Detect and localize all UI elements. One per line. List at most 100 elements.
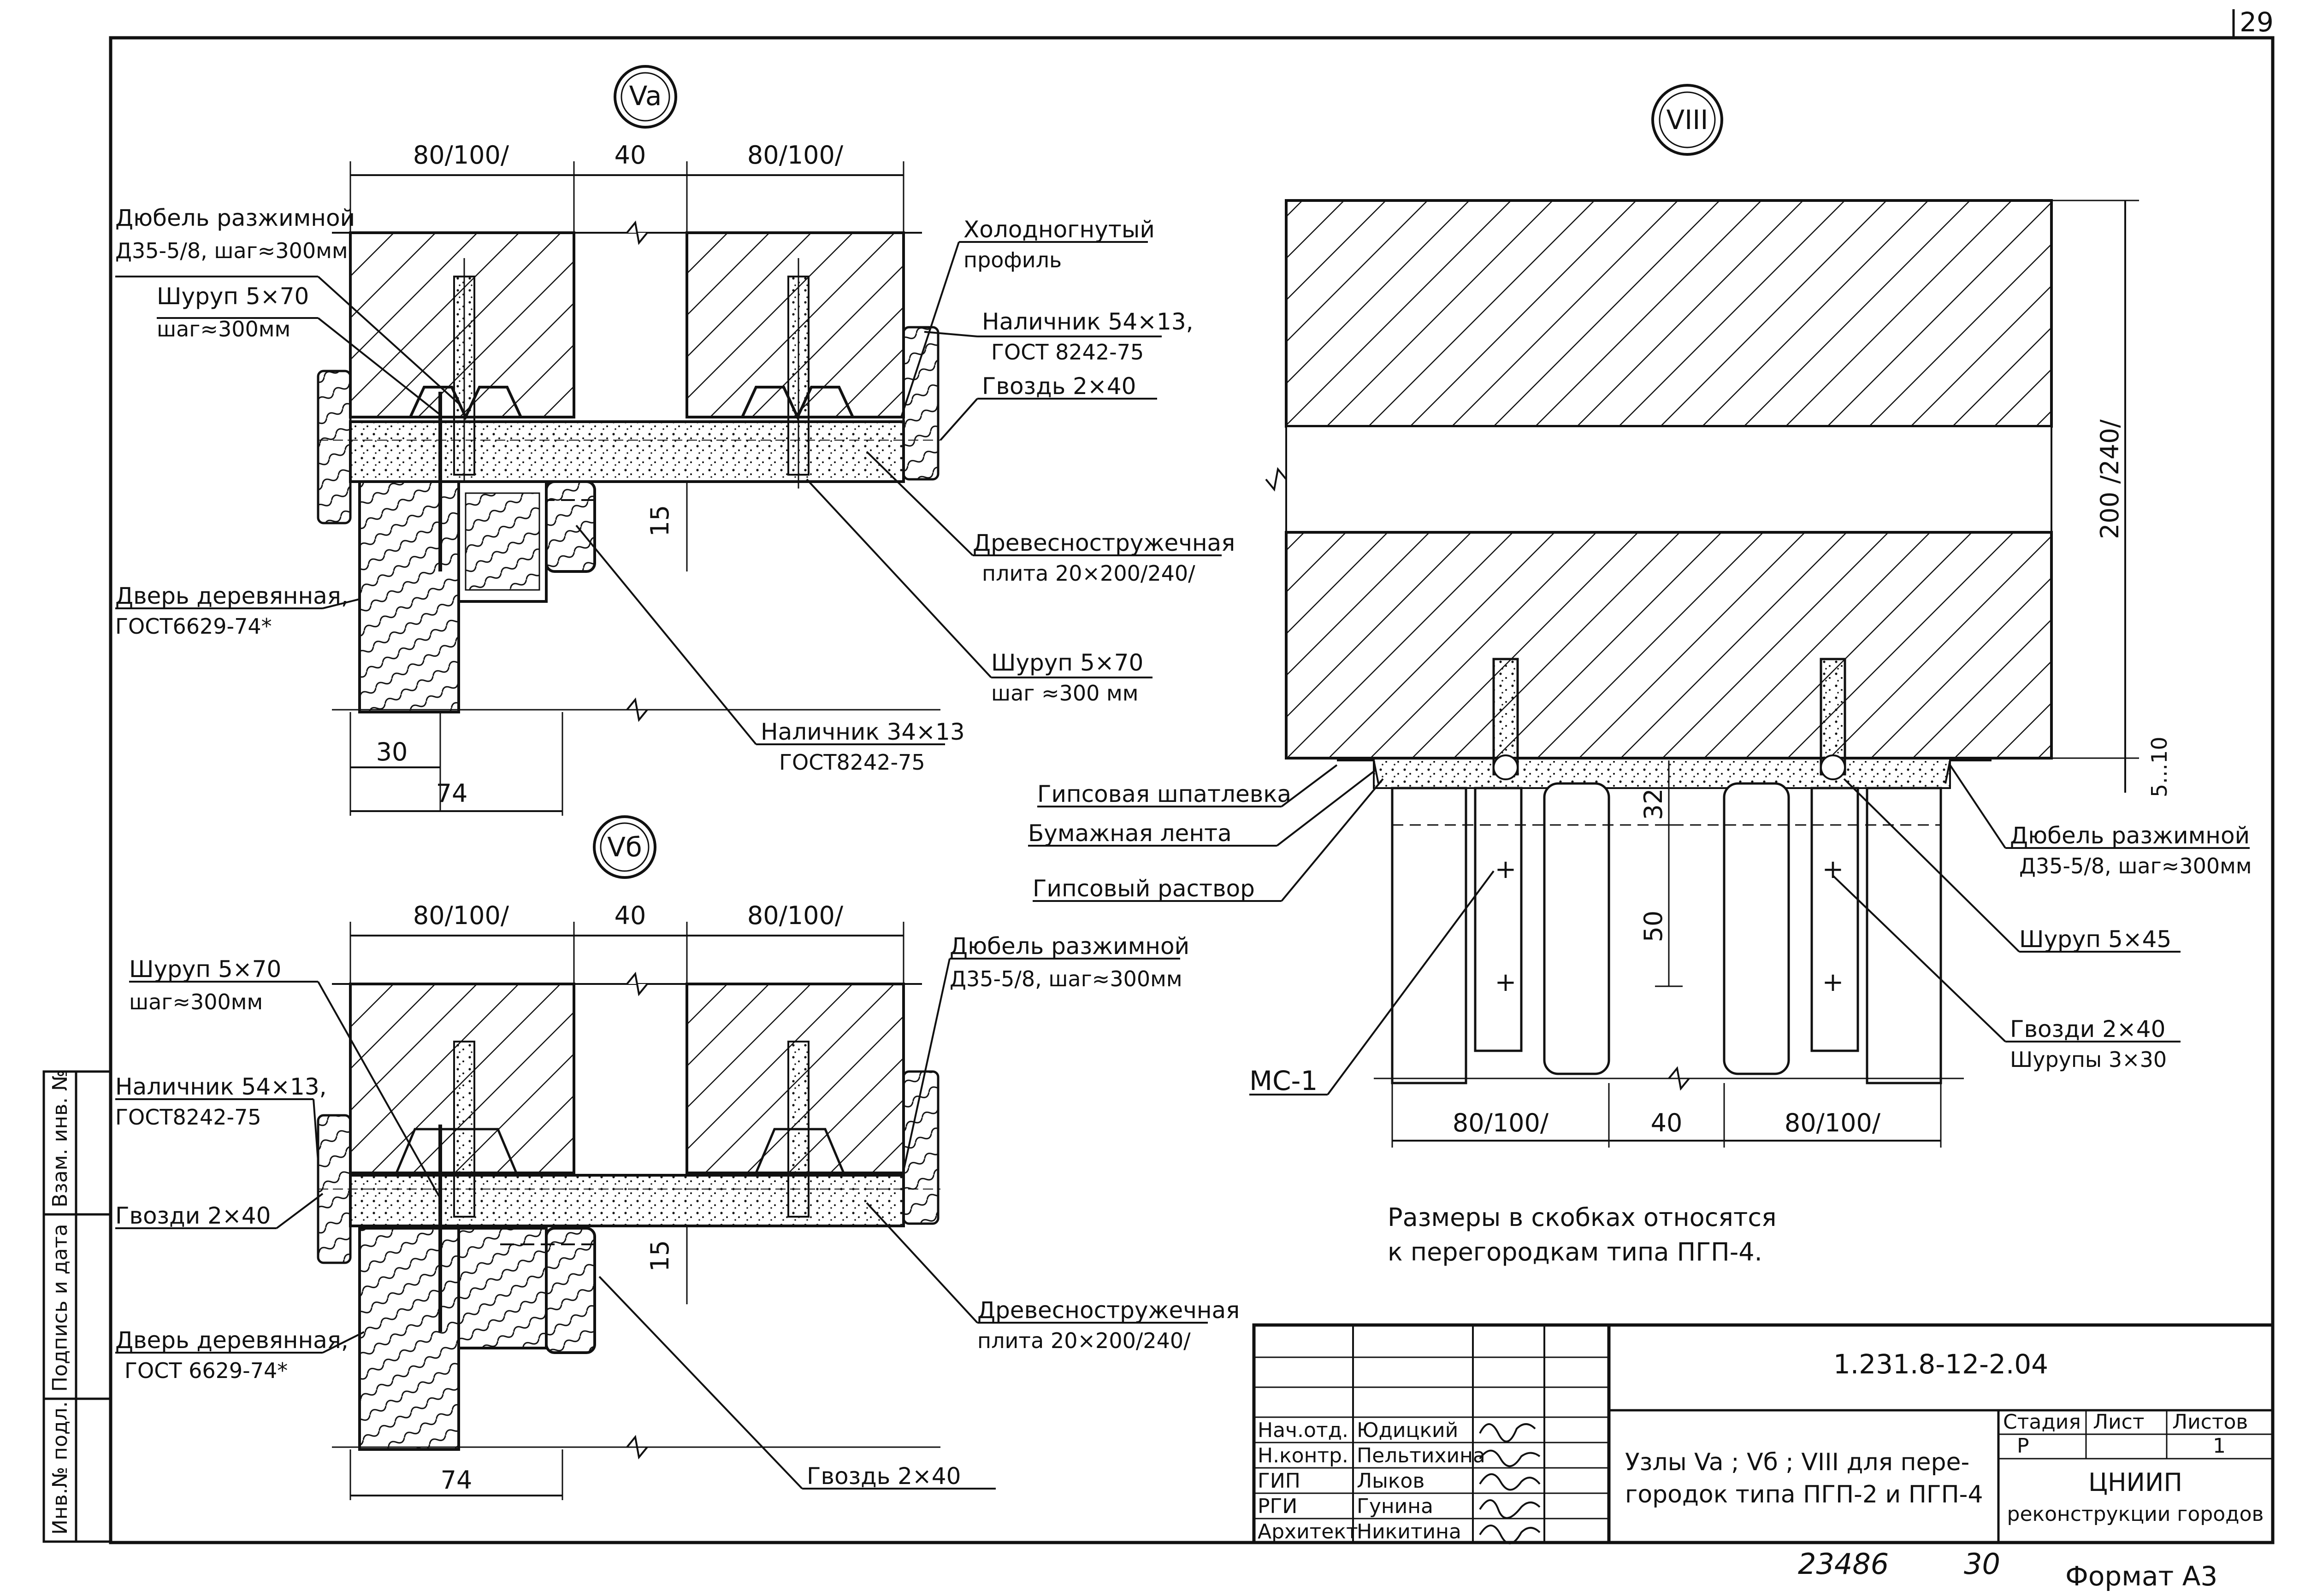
tb-name-1: Юдицкий [1357, 1419, 1458, 1442]
footer-format: Формат А3 [2065, 1561, 2217, 1592]
tb-name-2: Пельтихина [1357, 1444, 1485, 1467]
tb-name-5: Никитина [1357, 1520, 1461, 1543]
viii-dim-3: 80/100/ [1785, 1108, 1881, 1137]
tb-sheets: 1 [2213, 1434, 2226, 1458]
side-stamp: Инв.№ подл. Подпись и дата Взам. инв. № [42, 1070, 112, 1543]
va-label-screw-1: Шуруп 5×70 [157, 283, 309, 310]
va-label-screw2-2: шаг ≈300 мм [991, 681, 1138, 706]
sheet-number: 29 [2240, 6, 2274, 38]
va-label-casing34-1: Наличник 34×13 [761, 718, 965, 745]
tb-stage-hdr: Стадия [2003, 1410, 2081, 1434]
va-label-nail: Гвоздь 2×40 [982, 373, 1136, 400]
va-dim-30: 30 [376, 737, 408, 766]
vb-label-nails: Гвозди 2×40 [115, 1202, 271, 1229]
vb-label-dowel-2: Д35-5/8, шаг≈300мм [950, 966, 1182, 991]
viii-dim-1: 80/100/ [1453, 1108, 1549, 1137]
viii-label-tape: Бумажная лента [1028, 820, 1232, 847]
va-dim-2: 40 [615, 141, 646, 170]
viii-label-mortar: Гипсовый раствор [1033, 875, 1255, 902]
vb-dim-gap: 15 [645, 1240, 674, 1272]
vb-label-nail: Гвоздь 2×40 [807, 1463, 961, 1490]
va-label-board-2: плита 20×200/240/ [982, 561, 1195, 586]
tb-name-3: Лыков [1357, 1469, 1424, 1493]
va-label-profile-2: профиль [963, 247, 1062, 272]
note-line-1: Размеры в скобках относятся [1388, 1203, 1777, 1232]
viii-label-dowel-1: Дюбель разжимной [2010, 822, 2250, 849]
vb-label-door-2: ГОСТ 6629-74* [124, 1358, 288, 1383]
node-va-mark: Va [629, 80, 662, 112]
node-viii: VIII 200 /240/ 5...10 + + + + [1028, 84, 2252, 1148]
viii-label-putty: Гипсовая шпатлевка [1037, 781, 1291, 807]
va-dim-gap: 15 [645, 505, 674, 537]
tb-role-4: РГИ [1258, 1495, 1297, 1518]
stamp-replace: Взам. инв. № [48, 1070, 72, 1207]
vb-label-casing-1: Наличник 54×13, [115, 1073, 327, 1100]
tb-name-4: Гунина [1357, 1495, 1433, 1518]
va-label-screw2-1: Шуруп 5×70 [991, 649, 1143, 676]
va-label-casing54-1: Наличник 54×13, [982, 308, 1194, 335]
va-label-dowel-1: Дюбель разжимной [115, 205, 355, 231]
vb-dim-3: 80/100/ [747, 901, 844, 930]
stamp-inv: Инв.№ подл. [48, 1401, 72, 1535]
viii-dim-2: 40 [1651, 1108, 1683, 1137]
node-viii-mark: VIII [1667, 104, 1708, 135]
node-va-marker [614, 65, 677, 129]
tb-title-2: городок типа ПГП-2 и ПГП-4 [1625, 1481, 1983, 1508]
tb-role-5: Архитект [1258, 1520, 1358, 1543]
node-vb-mark: Vб [607, 831, 642, 863]
viii-label-screw: Шуруп 5×45 [2019, 926, 2171, 953]
va-label-board-1: Древесностружечная [973, 530, 1235, 556]
vb-label-screw-2: шаг≈300мм [129, 989, 263, 1014]
title-block: 1.231.8-12-2.04 Узлы Va ; Vб ; VIII для … [1252, 1323, 2275, 1544]
viii-dim-50: 50 [1639, 911, 1668, 942]
va-dim-74: 74 [436, 779, 468, 808]
footer-inv: 23486 [1798, 1547, 1889, 1581]
node-va: Va 80/100/ 40 80/100/ [115, 65, 1235, 816]
tb-role-3: ГИП [1258, 1469, 1300, 1493]
stamp-sign: Подпись и дата [48, 1224, 72, 1392]
vb-dim-1: 80/100/ [413, 901, 509, 930]
svg-text:+: + [1495, 967, 1517, 997]
node-viii-marker [1651, 84, 1723, 156]
viii-label-dowel-2: Д35-5/8, шаг≈300мм [2019, 854, 2252, 878]
svg-text:+: + [1822, 967, 1844, 997]
va-label-casing34-2: ГОСТ8242-75 [779, 750, 925, 775]
vb-label-board-1: Древесностружечная [977, 1297, 1240, 1324]
svg-text:+: + [1822, 854, 1844, 884]
tb-org-2: реконструкции городов [2007, 1502, 2264, 1526]
node-vb: Vб 80/100/ 40 80/100/ 15 74 [115, 815, 1240, 1500]
footer-page: 30 [1964, 1547, 2000, 1581]
tb-stage: Р [2017, 1434, 2029, 1458]
tb-code: 1.231.8-12-2.04 [1833, 1349, 2048, 1380]
note-line-2: к перегородкам типа ПГП-4. [1388, 1237, 1762, 1266]
node-vb-marker [593, 815, 656, 879]
vb-label-door-1: Дверь деревянная, [115, 1327, 349, 1354]
vb-dim-2: 40 [615, 901, 646, 930]
va-label-screw-2: шаг≈300мм [157, 317, 290, 342]
tb-role-2: Н.контр. [1258, 1444, 1348, 1467]
vb-dim-74: 74 [441, 1466, 473, 1495]
va-dim-1: 80/100/ [413, 141, 509, 170]
tb-role-1: Нач.отд. [1258, 1419, 1348, 1442]
vb-label-casing-2: ГОСТ8242-75 [115, 1105, 261, 1130]
tb-title-1: Узлы Va ; Vб ; VIII для пере- [1625, 1449, 1969, 1476]
tb-org-1: ЦНИИП [2088, 1468, 2182, 1497]
viii-label-nails-1: Гвозди 2×40 [2010, 1016, 2165, 1042]
va-label-dowel-2: Д35-5/8, шаг≈300мм [115, 238, 348, 263]
vb-label-board-2: плита 20×200/240/ [977, 1328, 1191, 1353]
va-label-door-1: Дверь деревянная, [115, 583, 349, 609]
vb-label-dowel-1: Дюбель разжимной [950, 933, 1189, 960]
viii-dim-height: 200 /240/ [2095, 419, 2124, 539]
vb-label-screw-1: Шуруп 5×70 [129, 956, 281, 983]
viii-label-ms: МС-1 [1249, 1065, 1318, 1096]
tb-sheets-hdr: Листов [2172, 1410, 2248, 1434]
va-label-door-2: ГОСТ6629-74* [115, 614, 272, 639]
tb-sheet-hdr: Лист [2093, 1410, 2145, 1434]
viii-dim-gap: 5...10 [2147, 736, 2172, 797]
va-label-profile-1: Холодногнутый [963, 216, 1155, 243]
sheet-frame [109, 36, 2275, 1544]
va-label-casing54-2: ГОСТ 8242-75 [991, 340, 1144, 365]
viii-label-nails-2: Шурупы 3×30 [2010, 1047, 2167, 1072]
va-dim-3: 80/100/ [747, 141, 844, 170]
